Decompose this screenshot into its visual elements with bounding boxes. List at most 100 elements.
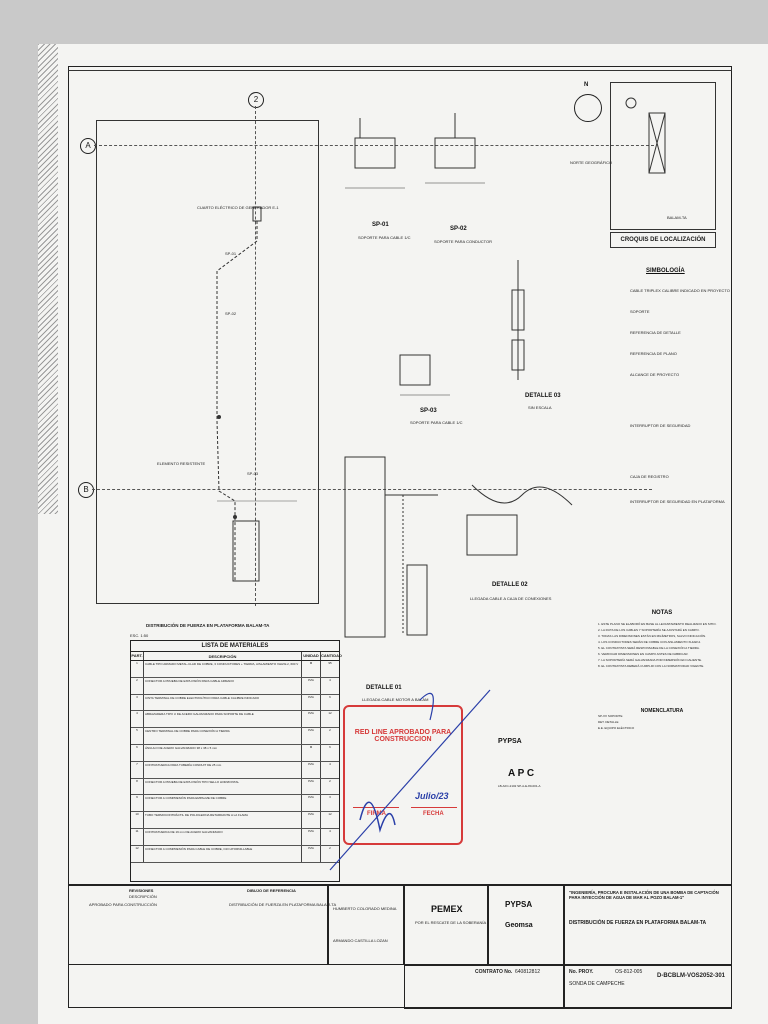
cell-unit: PZA [302, 812, 321, 828]
cell-qty: 6 [329, 744, 331, 749]
cell-unit: PZA [302, 828, 321, 845]
cell-part: 4 [131, 711, 144, 728]
stamp-title: RED LINE APROBADO PARA CONSTRUCCION [354, 729, 452, 743]
cell-unit: PZA [302, 778, 321, 795]
location-tag: BALAM-TA [667, 215, 687, 220]
symbology-item: REFERENCIA DE PLANO [630, 351, 677, 356]
note-item: 7. LA SOPORTERÍA SERÁ GALVANIZADA POR IN… [598, 658, 702, 662]
sp03-drawing [399, 354, 450, 396]
symbology-item: REFERENCIA DE DETALLE [630, 330, 681, 335]
detail-03-label: DETALLE 03 [525, 393, 561, 399]
detail-03-sub: SIN ESCALA [528, 405, 552, 410]
cell-qty: 6 [329, 694, 331, 699]
drawing-number-block: No. PROY. OS-812-005 SONDA DE CAMPECHE D… [564, 965, 732, 1009]
sonda: SONDA DE CAMPECHE [569, 981, 625, 987]
note-item: 4. LOS CONDUCTORES SERÁN DE COBRE CON AI… [598, 640, 702, 644]
detail-sp01-label: SP-01 [372, 222, 389, 228]
cell-unit: M [302, 661, 321, 677]
approval-apc: A P C [508, 768, 535, 779]
drawing-frame [68, 66, 732, 1008]
symbology-item: SOPORTE [630, 309, 650, 314]
note-item: 1. ESTE PLANO SE ELABORÓ EN BASE AL LEVA… [598, 622, 717, 626]
cell-unit: PZA [302, 728, 321, 744]
rev-row: APROBADO PARA CONSTRUCCIÓN [89, 902, 157, 907]
grid-line-b [92, 489, 652, 490]
north-label: NORTE GEOGRÁFICO [570, 160, 613, 165]
cell-desc: CENTRO TERMINAL DE COBRE PARA CONEXIÓN A… [144, 728, 302, 744]
cell-qty: 2 [329, 778, 331, 783]
cell-desc: CONECTOR A COMPRESIÓN PARA EMPALME DE CO… [144, 795, 302, 812]
cell-part: 5 [131, 728, 144, 744]
cell-desc: CONTRATUERCA DE 19 mm DE ACERO GALVANIZA… [144, 828, 302, 845]
detalle-01-drawing [344, 456, 438, 638]
note-item: 2. LA RUTA DE LOS CABLES Y SOPORTERÍA SE… [598, 628, 700, 632]
cell-part: 9 [131, 795, 144, 812]
plan-label-element: ELEMENTO RESISTENTE [157, 461, 206, 466]
contractor-block: PYPSA Geomsa [488, 885, 564, 965]
contractor-logo-2: Geomsa [505, 922, 533, 929]
plan-caption: DISTRIBUCIÓN DE FUERZA EN PLATAFORMA BAL… [146, 623, 270, 628]
cell-qty: 4 [329, 677, 331, 682]
plan-label-room: CUARTO ELÉCTRICO DE GENERADOR E-1 [197, 205, 279, 210]
north-letter: N [584, 82, 589, 88]
plan-label-sp01: SP-01 [225, 251, 237, 256]
detail-02-label: DETALLE 02 [492, 582, 528, 588]
cell-desc: ÁNGULO DE ACERO GALVANIZADO 38 x 38 x 5 … [144, 744, 302, 761]
cell-part: 8 [131, 778, 144, 795]
symbology-list: CABLE TRIPLEX CALIBRE INDICADO EN PROYEC… [630, 288, 730, 504]
materials-table: LISTA DE MATERIALES PART. DESCRIPCIÓN UN… [130, 640, 342, 882]
cell-desc: TUBO TERMOCONTRÁCTIL DE POLIOLEFINA RETA… [144, 812, 302, 828]
materials-header: PART. DESCRIPCIÓN UNIDAD CANTIDAD [131, 652, 342, 661]
approval-code: LB-AFC-2102 SP-A-E-80-001-A [498, 784, 541, 788]
nomenclature-item: E.E. EQUIPO ELÉCTRICO [598, 726, 635, 730]
notes-title: NOTAS [651, 610, 673, 616]
cell-desc: ABRAZADERA TIPO U DE ACERO GALVANIZADO P… [144, 711, 302, 728]
contract-no: 640812812 [515, 969, 541, 975]
symbology-title: SIMBOLOGÍA [646, 268, 685, 274]
contract-block: CONTRATO No. 640812812 [404, 965, 564, 1009]
header-qty: CANTIDAD [321, 653, 342, 658]
note-item: 6. VERIFICAR DIMENSIONES EN CAMPO ANTES … [598, 652, 689, 656]
symbology-item: ALCANCE DE PROYECTO [630, 372, 680, 377]
grid-marker-b: B [78, 482, 94, 498]
cell-part: 12 [131, 845, 144, 862]
plan-scale: ESC. 1:50 [130, 633, 149, 638]
revision-table: REVISIONES DESCRIPCIÓN APROBADO PARA CON… [68, 885, 336, 965]
cell-qty: 3 [329, 795, 331, 800]
nomenclature-item: SP-XX SOPORTE [598, 714, 623, 718]
cell-part: 1 [131, 661, 144, 677]
plan-drawing [216, 206, 297, 582]
cell-desc: CONTRATUERCA PARA TUBERÍA CONDUIT DE 25 … [144, 761, 302, 778]
cell-part: 10 [131, 812, 144, 828]
detail-sp02-sub: SOPORTE PARA CONDUCTOR [434, 239, 493, 244]
detail-sp03-sub: SOPORTE PARA CABLE 1/C [410, 420, 463, 425]
symbology-item: INTERRUPTOR DE SEGURIDAD [630, 423, 691, 428]
proy-label: No. PROY. [569, 969, 594, 975]
symbology-item: CAJA DE REGISTRO [630, 474, 669, 479]
detalle-03-drawing [511, 260, 525, 380]
ref-header: DIBUJO DE REFERENCIA [247, 888, 296, 893]
nomenclature-item: DET. DETALLE [598, 720, 619, 724]
cell-qty: 4 [329, 761, 331, 766]
grid-top-rule [68, 70, 732, 71]
detail-01-label: DETALLE 01 [366, 685, 402, 691]
cell-desc: CONECTOR A PRUEBA DE EXPLOSIÓN PARA CABL… [144, 677, 302, 694]
contractor-logo: PYPSA [505, 900, 533, 909]
cell-unit: M [302, 744, 321, 761]
detalle-02-drawing [466, 484, 573, 556]
plan-label-sp02: SP-02 [225, 311, 237, 316]
client-sub: POR EL RESCATE DE LA SOBERANÍA [415, 920, 487, 925]
cell-desc: CONECTOR A PRUEBA DE EXPLOSIÓN TIPO SELL… [144, 778, 302, 795]
location-sketch: BALAM-TA [610, 82, 716, 230]
cell-qty: 2 [329, 728, 331, 733]
